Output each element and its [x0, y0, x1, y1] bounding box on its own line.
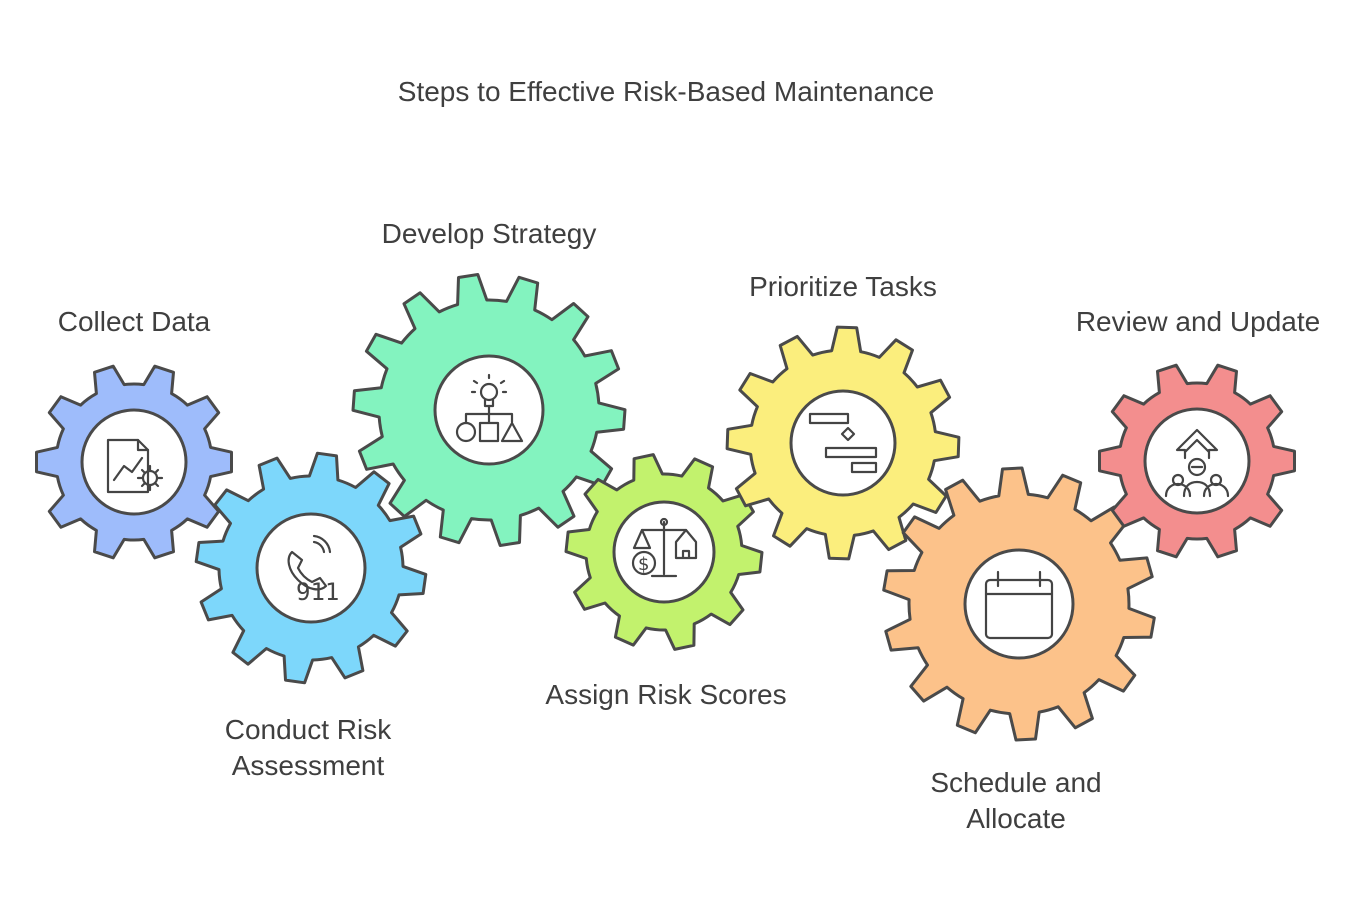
- label-collect-data: Collect Data: [57, 306, 211, 337]
- emergency-911-icon: 911: [287, 534, 339, 606]
- strategy-idea-icon: [455, 373, 524, 443]
- gear-hub: [80, 408, 188, 516]
- calendar-icon: [984, 570, 1054, 640]
- label-conduct-risk-assessment: Conduct Risk Assessment: [200, 712, 416, 784]
- gear-hub: [1143, 407, 1251, 515]
- diagram-title: Steps to Effective Risk-Based Maintenanc…: [397, 76, 935, 107]
- gear-assign-risk-scores: $: [564, 453, 764, 651]
- gear-hub: [789, 389, 897, 497]
- gear-review-and-update: [1098, 363, 1296, 559]
- label-schedule-and-allocate: Schedule and Allocate: [906, 765, 1126, 837]
- label-prioritize-tasks: Prioritize Tasks: [749, 271, 937, 302]
- gear-hub: [255, 512, 367, 624]
- icon-dollar-text: $: [638, 554, 649, 575]
- gear-develop-strategy: [351, 273, 627, 547]
- icon-911-text: 911: [296, 578, 339, 606]
- label-line: Allocate: [966, 803, 1066, 834]
- label-line: Schedule and: [930, 767, 1102, 798]
- label-assign-risk-scores: Assign Risk Scores: [545, 679, 787, 710]
- label-develop-strategy: Develop Strategy: [381, 218, 597, 249]
- label-review-and-update: Review and Update: [1075, 306, 1321, 337]
- gear-hub: [963, 548, 1075, 660]
- gantt-chart-icon: [808, 412, 878, 474]
- label-line: Assessment: [231, 750, 385, 781]
- data-analytics-icon: [106, 438, 164, 494]
- gear-prioritize-tasks: [725, 325, 961, 561]
- label-line: Conduct Risk: [224, 714, 392, 745]
- balance-scale-icon: $: [631, 517, 698, 578]
- gear-conduct-risk-assessment: 911: [194, 451, 428, 685]
- gear-schedule-and-allocate: [882, 466, 1156, 742]
- gear-collect-data: [35, 364, 233, 560]
- team-review-icon: [1164, 428, 1230, 498]
